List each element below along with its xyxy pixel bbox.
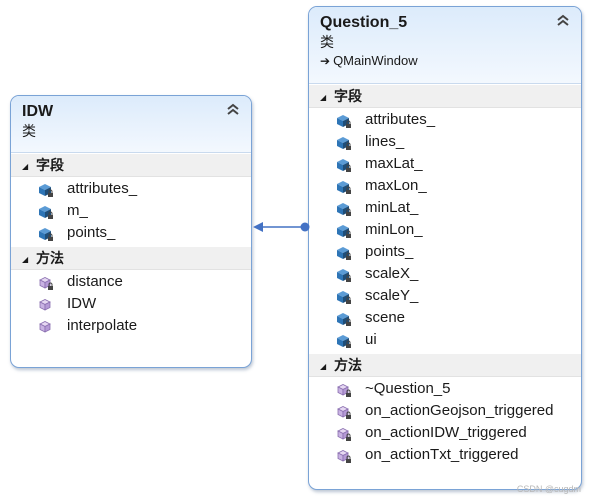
question5-base-class-name: QMainWindow xyxy=(333,53,418,68)
field-label: points_ xyxy=(365,243,414,260)
field-label: attributes_ xyxy=(365,111,436,128)
idw-fields-label: 字段 xyxy=(36,157,64,173)
method-item[interactable]: distance xyxy=(11,271,251,293)
method-label: on_actionTxt_triggered xyxy=(365,446,519,463)
field-lock-icon xyxy=(39,206,53,219)
field-lock-icon xyxy=(337,137,351,150)
method-label: IDW xyxy=(67,295,97,312)
collapse-triangle-icon[interactable]: ◢ xyxy=(22,162,29,171)
field-item[interactable]: maxLon_ xyxy=(309,175,581,197)
field-label: minLat_ xyxy=(365,199,419,216)
question5-class-box[interactable]: Question_5 类 ➔QMainWindow ◢ 字段 attributes… xyxy=(308,6,582,490)
method-lock-icon xyxy=(337,406,351,419)
question5-fields-label: 字段 xyxy=(334,88,362,104)
question5-class-header[interactable]: Question_5 类 ➔QMainWindow xyxy=(309,7,581,84)
idw-methods-label: 方法 xyxy=(36,250,64,266)
field-lock-icon xyxy=(337,291,351,304)
method-item[interactable]: interpolate xyxy=(11,315,251,337)
field-label: minLon_ xyxy=(365,221,423,238)
question5-methods-section-header[interactable]: ◢ 方法 xyxy=(309,353,581,377)
field-item[interactable]: scaleX_ xyxy=(309,263,581,285)
field-lock-icon xyxy=(337,313,351,326)
field-label: lines_ xyxy=(365,133,405,150)
idw-class-stereotype: 类 xyxy=(22,123,36,139)
method-label: ~Question_5 xyxy=(365,380,451,397)
watermark: CSDN @cugdm xyxy=(516,484,581,494)
field-lock-icon xyxy=(39,228,53,241)
method-label: on_actionGeojson_triggered xyxy=(365,402,554,419)
method-label: interpolate xyxy=(67,317,138,334)
method-icon xyxy=(39,299,51,311)
method-lock-icon xyxy=(337,428,351,441)
method-lock-icon xyxy=(337,450,351,463)
collapse-triangle-icon[interactable]: ◢ xyxy=(22,255,29,264)
field-label: ui xyxy=(365,331,377,348)
field-lock-icon xyxy=(337,181,351,194)
idw-methods-section-header[interactable]: ◢ 方法 xyxy=(11,246,251,270)
field-label: scaleY_ xyxy=(365,287,419,304)
method-label: distance xyxy=(67,273,123,290)
field-item[interactable]: attributes_ xyxy=(11,178,251,200)
field-lock-icon xyxy=(39,184,53,197)
field-item[interactable]: attributes_ xyxy=(309,109,581,131)
method-lock-icon xyxy=(337,384,351,397)
field-item[interactable]: points_ xyxy=(11,222,251,244)
idw-fields-list: attributes_ m_ points_ xyxy=(11,177,251,246)
idw-class-header[interactable]: IDW 类 xyxy=(11,96,251,153)
question5-methods-label: 方法 xyxy=(334,357,362,373)
field-lock-icon xyxy=(337,203,351,216)
collapse-triangle-icon[interactable]: ◢ xyxy=(320,362,327,371)
field-label: scaleX_ xyxy=(365,265,419,282)
field-item[interactable]: points_ xyxy=(309,241,581,263)
field-label: maxLon_ xyxy=(365,177,427,194)
field-lock-icon xyxy=(337,159,351,172)
method-item[interactable]: ~Question_5 xyxy=(309,378,581,400)
method-item[interactable]: on_actionTxt_triggered xyxy=(309,444,581,466)
collapse-triangle-icon[interactable]: ◢ xyxy=(320,93,327,102)
field-lock-icon xyxy=(337,269,351,282)
inheritance-arrow-icon: ➔ xyxy=(320,54,331,68)
question5-base-class: ➔QMainWindow xyxy=(320,52,571,70)
chevron-up-icon[interactable] xyxy=(226,103,240,115)
method-item[interactable]: on_actionGeojson_triggered xyxy=(309,400,581,422)
field-label: m_ xyxy=(67,202,88,219)
idw-fields-section-header[interactable]: ◢ 字段 xyxy=(11,153,251,177)
method-icon xyxy=(39,321,51,333)
question5-fields-list: attributes_ lines_ maxLat_ maxLon_ minLat_mi… xyxy=(309,108,581,353)
field-item[interactable]: ui xyxy=(309,329,581,351)
question5-class-name: Question_5 xyxy=(320,14,408,31)
method-item[interactable]: IDW xyxy=(11,293,251,315)
idw-class-box[interactable]: IDW 类 ◢ 字段 attributes_ m_ points_ ◢ 方法 dista… xyxy=(10,95,252,368)
question5-fields-section-header[interactable]: ◢ 字段 xyxy=(309,84,581,108)
field-lock-icon xyxy=(337,115,351,128)
field-item[interactable]: m_ xyxy=(11,200,251,222)
field-lock-icon xyxy=(337,225,351,238)
question5-class-stereotype: 类 xyxy=(320,34,334,50)
association-arrowhead-icon xyxy=(253,222,263,232)
field-item[interactable]: lines_ xyxy=(309,131,581,153)
chevron-up-icon[interactable] xyxy=(556,14,570,26)
field-label: attributes_ xyxy=(67,180,138,197)
method-item[interactable]: on_actionIDW_triggered xyxy=(309,422,581,444)
field-lock-icon xyxy=(337,247,351,260)
field-lock-icon xyxy=(337,335,351,348)
field-label: scene xyxy=(365,309,406,326)
field-label: points_ xyxy=(67,224,116,241)
field-item[interactable]: minLon_ xyxy=(309,219,581,241)
method-label: on_actionIDW_triggered xyxy=(365,424,527,441)
field-label: maxLat_ xyxy=(365,155,423,172)
field-item[interactable]: scene xyxy=(309,307,581,329)
field-item[interactable]: scaleY_ xyxy=(309,285,581,307)
field-item[interactable]: maxLat_ xyxy=(309,153,581,175)
question5-methods-list: ~Question_5 on_actionGeojson_triggered on_… xyxy=(309,377,581,468)
idw-class-name: IDW xyxy=(22,103,54,120)
method-lock-icon xyxy=(39,277,53,290)
field-item[interactable]: minLat_ xyxy=(309,197,581,219)
